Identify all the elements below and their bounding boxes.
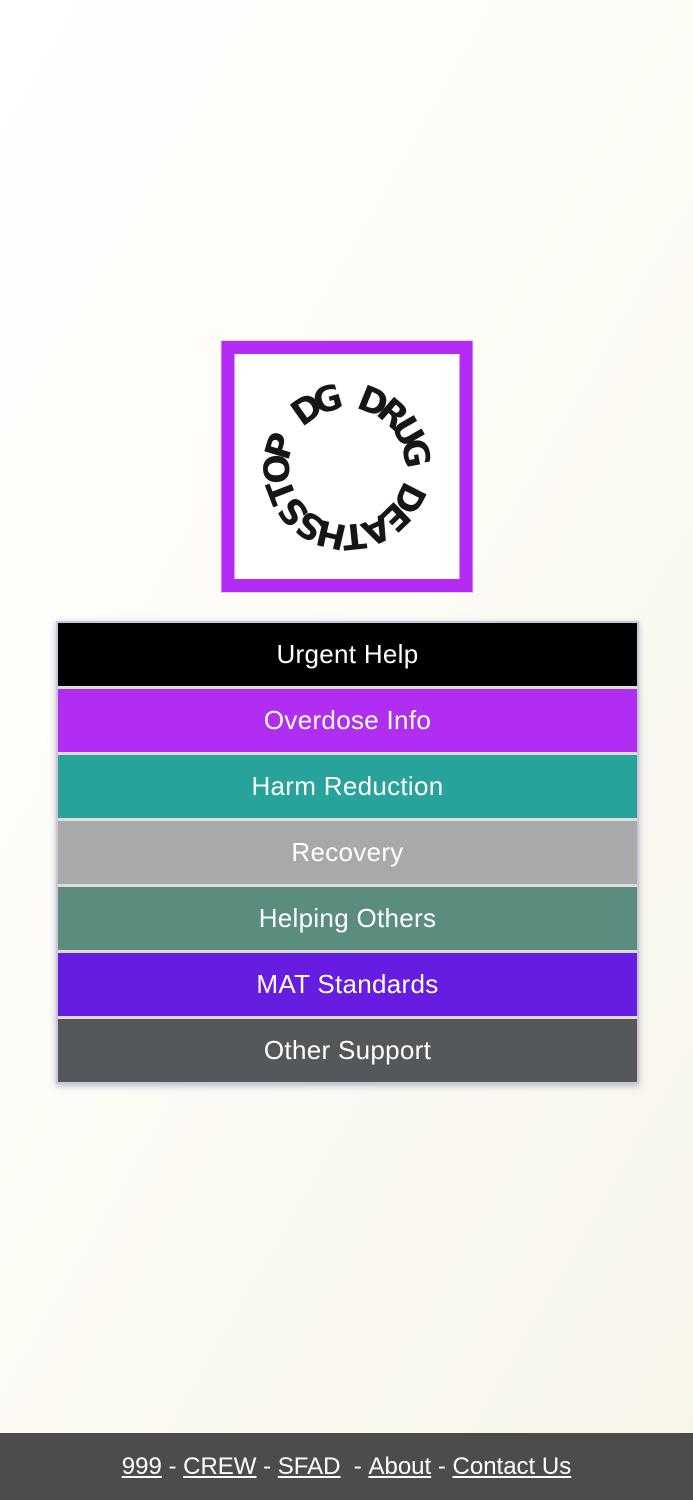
- footer-link-crew[interactable]: CREW: [183, 1452, 257, 1480]
- footer-separator: -: [161, 1452, 184, 1480]
- footer-link-contact-us[interactable]: Contact Us: [452, 1452, 572, 1480]
- logo-letter: G: [392, 435, 437, 471]
- footer-separator: -: [256, 1452, 278, 1480]
- logo-letter: O: [257, 453, 298, 484]
- menu-button-other-support[interactable]: Other Support: [58, 1019, 637, 1082]
- footer-link-999[interactable]: 999: [121, 1452, 162, 1480]
- menu-button-mat-standards[interactable]: MAT Standards: [58, 953, 637, 1016]
- footer-separator: -: [431, 1452, 453, 1480]
- menu-button-recovery[interactable]: Recovery: [58, 821, 637, 884]
- footer-link-about[interactable]: About: [368, 1452, 432, 1480]
- logo-letter: T: [340, 514, 368, 556]
- footer: 999 - CREW - SFAD - About - Contact Us: [0, 1433, 693, 1500]
- footer-link-sfad[interactable]: SFAD: [277, 1452, 341, 1480]
- menu-button-helping-others[interactable]: Helping Others: [58, 887, 637, 950]
- menu-button-urgent-help[interactable]: Urgent Help: [58, 623, 637, 686]
- footer-separator: -: [340, 1452, 369, 1480]
- main-menu: Urgent Help Overdose Info Harm Reduction…: [56, 621, 639, 1084]
- menu-button-overdose-info[interactable]: Overdose Info: [58, 689, 637, 752]
- menu-button-harm-reduction[interactable]: Harm Reduction: [58, 755, 637, 818]
